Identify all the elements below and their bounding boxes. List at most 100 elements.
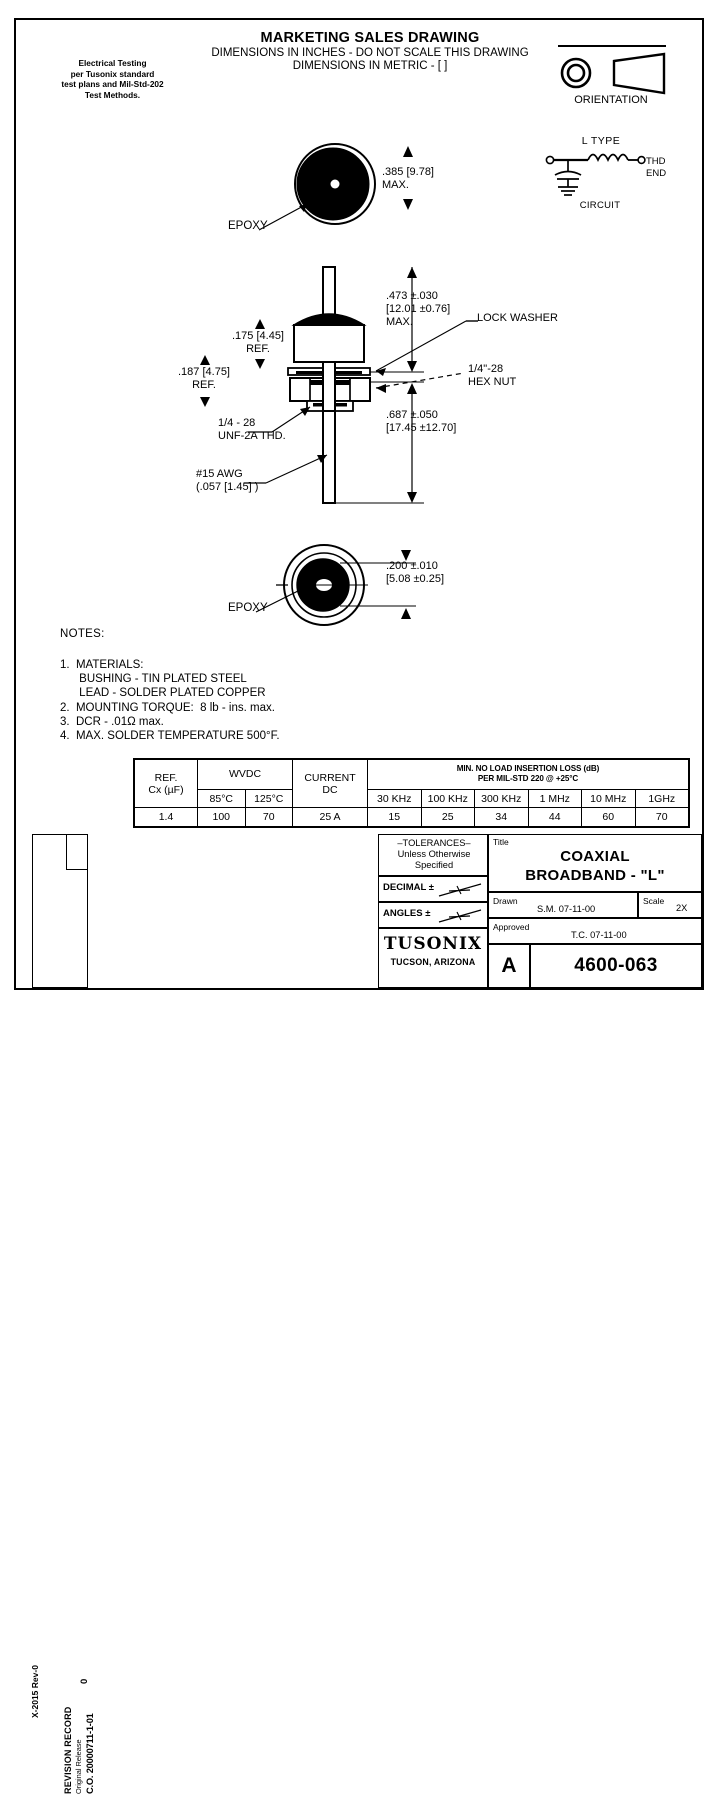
note-item: 3. DCR - .01Ω max. [60, 715, 164, 728]
spec-header-ref-line1: REF. [154, 771, 178, 784]
drawing-sheet: MARKETING SALES DRAWING DIMENSIONS IN IN… [14, 18, 704, 1794]
approved-label: Approved [493, 922, 530, 932]
note-item: 1. MATERIALS: [60, 659, 144, 671]
scale-label: Scale [643, 896, 665, 906]
dim-175-ref: .175 [4.45] REF. [232, 330, 284, 355]
approved-value: T.C. 07-11-00 [571, 930, 627, 940]
sheet-size-cell: A [488, 944, 530, 988]
circuit-thd-end-label: THD END [646, 156, 667, 179]
dim-bore-diameter: .200 ±.010 [5.08 ±0.25] [386, 560, 445, 585]
decimal-strikeout-icon [438, 883, 482, 897]
revision-co-number: C.O. 20000711-1-01 [85, 1713, 95, 1794]
spec-value-loss: 15 [367, 807, 422, 827]
angles-strikeout-icon [438, 909, 482, 923]
sheet-size-value: A [501, 954, 517, 977]
note-item: LEAD - SOLDER PLATED COPPER [60, 687, 266, 700]
spec-header-freq: 10 MHz [581, 788, 636, 809]
spec-header-ref-line2: Cx (µF) [148, 783, 184, 796]
sheet-code: X-2015 Rev-0 [30, 1665, 40, 1718]
main-side-view [200, 266, 478, 504]
revision-original-release: Original Release [74, 1739, 83, 1794]
revision-number: 0 [79, 1678, 90, 1684]
bottom-end-view [276, 544, 368, 626]
product-title: COAXIAL BROADBAND - "L" [525, 848, 665, 884]
spec-value-current: 25 A [292, 807, 368, 827]
company-location: TUCSON, ARIZONA [390, 957, 476, 967]
revision-record-heading: REVISION RECORD [63, 1706, 73, 1794]
spec-value-loss: 60 [581, 807, 636, 827]
spec-data-row: 1.4 100 70 25 A 15 25 34 44 60 70 [134, 807, 689, 827]
spec-value-ref: 1.4 [134, 807, 198, 827]
dim-height-above-nut: .473 ±.030 [12.01 ±0.76] MAX. [386, 290, 451, 328]
dim-385-arrows [403, 146, 413, 210]
title-caption: Title [493, 837, 509, 847]
company-logo-cell: TUSONIX TUCSON, ARIZONA [378, 928, 488, 988]
revision-rev-cell [66, 834, 88, 870]
bottom-epoxy-leader [255, 585, 309, 613]
drawing-number-value: 4600-063 [574, 955, 658, 976]
spec-header-freq: 1 MHz [527, 788, 582, 809]
spec-header-freq: 300 KHz [474, 788, 529, 809]
drawing-number-cell: 4600-063 [530, 944, 702, 988]
spec-header-freq: 1GHz [634, 788, 689, 809]
spec-value-wvdc-85c: 100 [197, 807, 246, 827]
spec-value-loss: 44 [527, 807, 582, 827]
drawing-border [14, 18, 704, 990]
spec-header-ref: REF. Cx (µF) [134, 758, 198, 809]
spec-value-wvdc-125c: 70 [244, 807, 293, 827]
bottom-epoxy-label: EPOXY [228, 602, 268, 614]
drawn-value: S.M. 07-11-00 [537, 904, 596, 914]
loss-header-line1: MIN. NO LOAD INSERTION LOSS (dB) [456, 764, 600, 774]
orientation-symbol [560, 52, 666, 95]
awg-lead-label: #15 AWG (.057 [1.45] ) [196, 468, 259, 493]
revision-record-block [32, 834, 88, 988]
circuit-type-label: L TYPE [581, 135, 621, 147]
top-epoxy-label: EPOXY [228, 220, 268, 232]
note-item: 4. MAX. SOLDER TEMPERATURE 500°F. [60, 730, 280, 743]
lock-washer-label: LOCK WASHER [477, 312, 558, 324]
spec-header-wvdc-85c: 85°C [197, 788, 246, 809]
approved-cell: Approved T.C. 07-11-00 [488, 918, 702, 944]
dim-overall-diameter: .385 [9.78] MAX. [382, 166, 434, 191]
dim-187-ref: .187 [4.75] REF. [178, 366, 230, 391]
dim-200-extension [340, 550, 416, 619]
drawing-subtitle-inches: DIMENSIONS IN INCHES - DO NOT SCALE THIS… [211, 47, 529, 59]
circuit-caption: CIRCUIT [579, 200, 621, 211]
tusonix-logo: TUSONIX [383, 934, 483, 954]
decimal-tolerance-label: DECIMAL ± [383, 882, 434, 893]
electrical-testing-note: Electrical Testing per Tusonix standard … [61, 58, 164, 100]
spec-header-current: CURRENT DC [292, 758, 368, 809]
spec-value-loss: 70 [634, 807, 689, 827]
spec-header-wvdc-125c: 125°C [244, 788, 293, 809]
spec-header-insertion-loss: MIN. NO LOAD INSERTION LOSS (dB) PER MIL… [367, 759, 689, 790]
orientation-rule [558, 45, 666, 47]
decimal-tolerance-cell: DECIMAL ± [378, 876, 488, 902]
title-block: X-2015 Rev-0 REVISION RECORD 0 Original … [16, 834, 702, 1794]
drawing-subtitle-metric: DIMENSIONS IN METRIC - [ ] [292, 60, 448, 72]
thread-spec-label: 1/4 - 28 UNF-2A THD. [218, 417, 286, 442]
spec-value-loss: 25 [420, 807, 475, 827]
dim-lead-length: .687 ±.050 [17.45 ±12.70] [386, 409, 457, 434]
note-item: BUSHING - TIN PLATED STEEL [60, 673, 247, 686]
orientation-label: ORIENTATION [574, 94, 648, 106]
angles-tolerance-cell: ANGLES ± [378, 902, 488, 928]
notes-heading: NOTES: [60, 628, 105, 640]
scale-value: 2X [676, 903, 688, 913]
notes-list: 1. MATERIALS: BUSHING - TIN PLATED STEEL… [60, 658, 280, 743]
spec-header-freq: 30 KHz [367, 788, 422, 809]
drawn-cell: Drawn S.M. 07-11-00 [488, 892, 638, 918]
hex-nut-label: 1/4"-28 HEX NUT [468, 363, 517, 388]
spec-header-freq: 100 KHz [420, 788, 475, 809]
scale-cell: Scale 2X [638, 892, 702, 918]
circuit-schematic [545, 153, 646, 196]
tolerances-header-cell: –TOLERANCES– Unless Otherwise Specified [378, 834, 488, 876]
drawing-title-cell: Title COAXIAL BROADBAND - "L" [488, 834, 702, 892]
angles-tolerance-label: ANGLES ± [383, 908, 431, 919]
spec-header-wvdc: WVDC [197, 759, 293, 790]
drawing-title: MARKETING SALES DRAWING [260, 30, 480, 46]
drawn-label: Drawn [493, 896, 518, 906]
loss-header-line2: PER MIL-STD 220 @ +25°C [477, 774, 579, 784]
note-item: 2. MOUNTING TORQUE: 8 lb - ins. max. [60, 701, 275, 714]
top-end-view [294, 143, 376, 225]
specification-table: REF. Cx (µF) WVDC CURRENT DC MIN. NO LOA… [133, 758, 690, 828]
